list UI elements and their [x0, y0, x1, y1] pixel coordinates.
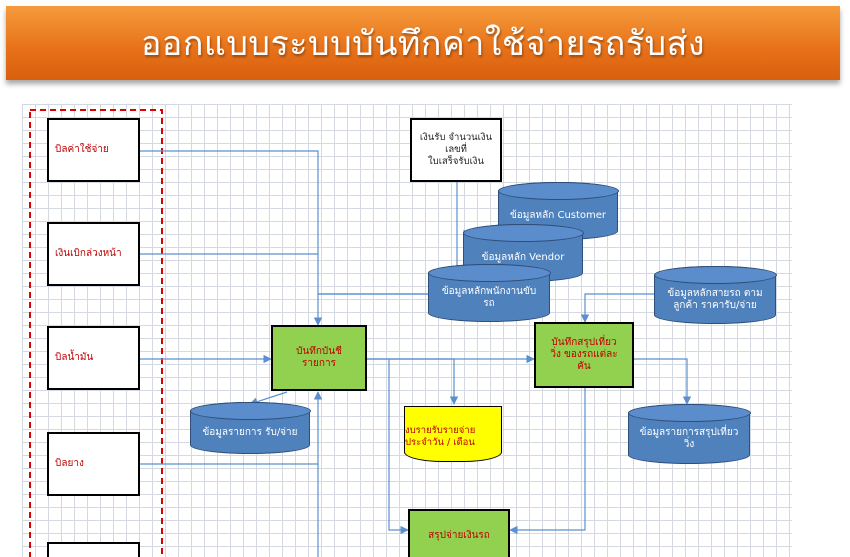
db-driver-label-1: ข้อมูลหลักพนักงานขับ [441, 286, 537, 297]
db-customer-label: ข้อมูลหลัก Customer [509, 210, 607, 221]
arrow-trip-to-summary [634, 358, 692, 405]
process-trip-summary: บันทึกสรุปเที่ยว วิ่ง ของรถแต่ละ คัน [534, 322, 634, 388]
receipt-line-2: เลขที่ [445, 144, 467, 155]
db-driver: ข้อมูลหลักพนักงานขับ รถ [427, 263, 551, 322]
source-fuel-label: บิลน้ำมัน [55, 352, 94, 363]
process-trip-line-2: วิ่ง ของรถแต่ละ [550, 349, 618, 360]
db-trip-summary-label-2: วิ่ง [683, 439, 695, 450]
db-driver-label-2: รถ [483, 298, 495, 309]
source-item-5 [47, 542, 140, 557]
db-trip-summary: ข้อมูลรายการสรุปเที่ยว วิ่ง [627, 403, 751, 464]
report-line-2: ประจำวัน / เดือน [405, 437, 475, 448]
report-income-expense: งบรายรับรายจ่าย ประจำวัน / เดือน [404, 406, 502, 462]
arrow-expense-to-record [140, 150, 323, 326]
process-record-line-1: บันทึกบันชี [296, 346, 342, 357]
source-advance: เงินเบิกล่วงหน้า [47, 222, 140, 286]
diagram-canvas: บิลค่าใช้จ่าย เงินเบิกล่วงหน้า บิลน้ำมัน… [22, 104, 792, 557]
arrow-record-to-pay [388, 359, 409, 535]
source-fuel-bill: บิลน้ำมัน [47, 326, 140, 390]
db-vendor-label: ข้อมูลหลัก Vendor [481, 252, 565, 263]
title-banner: ออกแบบระบบบันทึกค่าใช้จ่ายรถรับส่ง [6, 6, 840, 80]
arrow-record-to-report [367, 358, 459, 405]
process-vehicle-payment: สรุปจ่ายเงินรถ [408, 509, 510, 557]
arrow-route-to-trip [580, 293, 654, 323]
db-trip-summary-label-1: ข้อมูลรายการสรุปเที่ยว [639, 427, 739, 438]
source-tyre-label: บิลยาง [55, 458, 84, 469]
process-trip-line-1: บันทึกสรุปเที่ยว [551, 337, 617, 348]
db-route-label-2: ลูกค้า ราคารับ/จ่าย [673, 300, 757, 311]
report-line-1: งบรายรับรายจ่าย [405, 425, 476, 436]
connector-layer [29, 109, 692, 557]
process-record-accounts: บันทึกบันชี รายการ [271, 325, 367, 391]
source-expense-bill: บิลค่าใช้จ่าย [47, 118, 140, 182]
process-record-line-2: รายการ [302, 358, 336, 369]
receipt-line-3: ใบเสร็จรับเงิน [428, 156, 484, 167]
source-tyre-bill: บิลยาง [47, 432, 140, 496]
input-frame [29, 109, 163, 557]
source-advance-label: เงินเบิกล่วงหน้า [55, 248, 122, 259]
receipt-line-1: เงินรับ จำนวนเงิน [419, 132, 493, 143]
db-route-label-1: ข้อมูลหลักสายรถ ตาม [667, 288, 763, 299]
receipt-note: เงินรับ จำนวนเงิน เลขที่ ใบเสร็จรับเงิน [410, 118, 502, 182]
process-pay-line-1: สรุปจ่ายเงินรถ [428, 530, 490, 541]
db-transactions-label: ข้อมูลรายการ รับ/จ่าย [202, 427, 298, 438]
process-trip-line-3: คัน [577, 361, 591, 372]
arrow-trip-to-pay [509, 388, 586, 535]
source-expense-label: บิลค่าใช้จ่าย [55, 144, 109, 155]
db-transactions: ข้อมูลรายการ รับ/จ่าย [189, 401, 311, 454]
page-title: ออกแบบระบบบันทึกค่าใช้จ่ายรถรับส่ง [140, 24, 705, 64]
db-route: ข้อมูลหลักสายรถ ตาม ลูกค้า ราคารับ/จ่าย [653, 265, 777, 324]
